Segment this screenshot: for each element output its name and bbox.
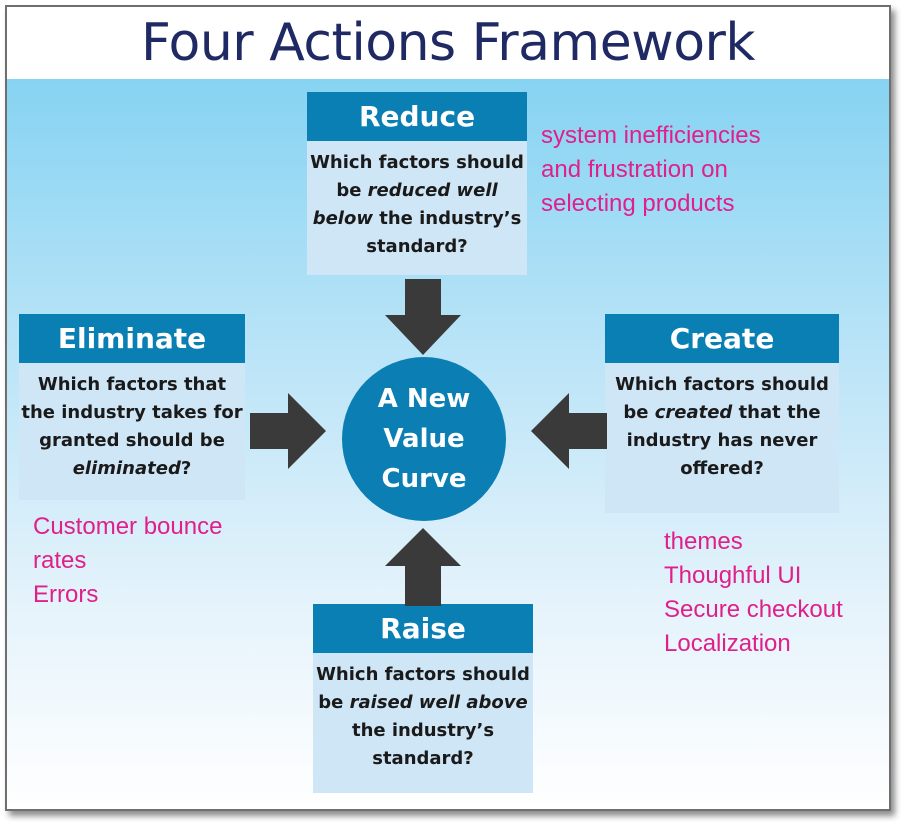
eliminate-question-line: eliminated? (19, 455, 245, 483)
raise-header: Raise (313, 604, 533, 653)
reduce-text: be (336, 180, 368, 201)
eliminate-question-line: the industry takes for (21, 402, 243, 423)
raise-question-line: standard? (372, 748, 474, 769)
note-item: Errors (33, 581, 99, 608)
note-item: Localization (664, 630, 791, 657)
note-item: Customer bounce (33, 513, 223, 540)
eliminate-header: Eliminate (19, 314, 245, 363)
create-question-line: offered? (680, 458, 764, 479)
arrow-down-icon (385, 279, 461, 355)
raise-question: Which factors should be raised well abov… (313, 653, 533, 793)
create-header: Create (605, 314, 839, 363)
raise-question-line: Which factors should (316, 664, 530, 685)
create-box: Create Which factors should be created t… (605, 314, 839, 513)
reduce-emphasis: below (312, 208, 373, 229)
eliminate-emphasis: eliminated (72, 458, 181, 479)
reduce-question-line: be reduced well (307, 177, 527, 205)
create-question-line: industry has never (626, 430, 818, 451)
note-item: system inefficiencies (541, 122, 761, 149)
create-question-line: Which factors should (615, 374, 829, 395)
eliminate-question: Which factors that the industry takes fo… (19, 363, 245, 500)
reduce-question-line: standard? (366, 236, 468, 257)
raise-text: be (318, 692, 350, 713)
raise-emphasis: raised well above (349, 692, 528, 713)
center-line: Curve (381, 464, 467, 494)
create-question-line: be created that the (605, 399, 839, 427)
reduce-box: Reduce Which factors should be reduced w… (307, 92, 527, 275)
eliminate-question-line: granted should be (39, 430, 225, 451)
reduce-question-line: Which factors should (310, 152, 524, 173)
create-text: that the (732, 402, 821, 423)
eliminate-question-line: Which factors that (37, 374, 227, 395)
note-item: Thoughful UI (664, 562, 802, 589)
raise-question-line: be raised well above (313, 689, 533, 717)
reduce-question: Which factors should be reduced well bel… (307, 141, 527, 275)
eliminate-notes: Customer bounce rates Errors (33, 510, 222, 612)
note-item: Secure checkout (664, 596, 843, 623)
create-notes: themes Thoughful UI Secure checkout Loca… (664, 525, 843, 661)
create-text: be (623, 402, 655, 423)
create-question: Which factors should be created that the… (605, 363, 839, 513)
value-curve-circle: A New Value Curve (342, 357, 506, 521)
reduce-header: Reduce (307, 92, 527, 141)
create-emphasis: created (654, 402, 733, 423)
slide-title: Four Actions Framework (7, 7, 889, 79)
slide: Four Actions Framework Reduce Which fact… (5, 5, 891, 811)
eliminate-box: Eliminate Which factors that the industr… (19, 314, 245, 500)
arrow-up-icon (385, 528, 461, 606)
reduce-notes: system inefficiencies and frustration on… (541, 119, 761, 221)
arrow-left-icon (531, 393, 607, 469)
reduce-question-line: below the industry’s (307, 205, 527, 233)
note-item: selecting products (541, 190, 735, 217)
reduce-text: the industry’s (372, 208, 522, 229)
note-item: rates (33, 547, 87, 574)
note-item: themes (664, 528, 743, 555)
arrow-right-icon (250, 393, 326, 469)
reduce-emphasis: reduced well (367, 180, 498, 201)
center-line: Value (383, 424, 465, 454)
raise-box: Raise Which factors should be raised wel… (313, 604, 533, 793)
note-item: and frustration on (541, 156, 728, 183)
center-line: A New (377, 384, 471, 414)
raise-question-line: the industry’s (351, 720, 495, 741)
eliminate-text: ? (180, 458, 192, 479)
